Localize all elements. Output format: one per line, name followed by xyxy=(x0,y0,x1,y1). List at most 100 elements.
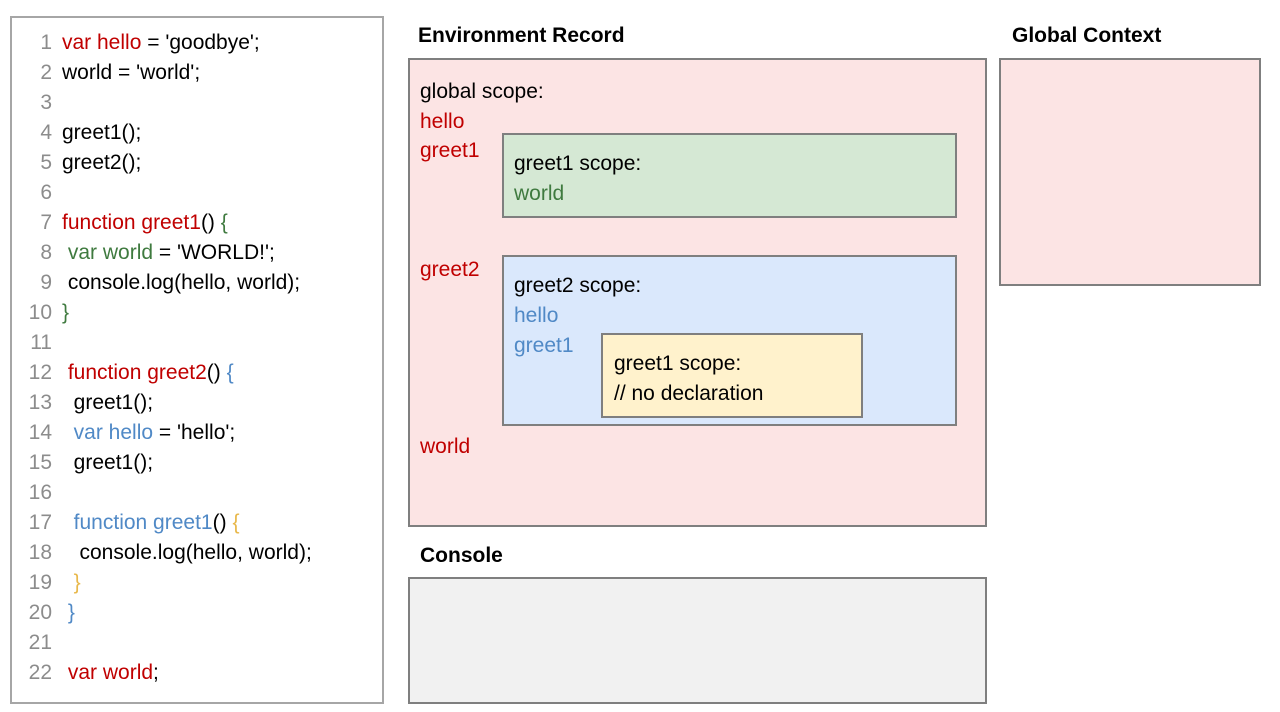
code-line-text: var world; xyxy=(52,658,159,688)
line-number: 10 xyxy=(28,301,52,324)
global-binding-greet2: greet2 xyxy=(420,258,480,281)
code-line[interactable]: 19 } xyxy=(12,568,382,598)
code-line[interactable]: 22 var world; xyxy=(12,658,382,688)
greet1-inner-scope-box[interactable] xyxy=(601,333,863,418)
code-line[interactable]: 14 var hello = 'hello'; xyxy=(12,418,382,448)
code-token: function greet1 xyxy=(62,211,201,234)
code-token xyxy=(62,511,74,534)
code-token: console.log(hello, world); xyxy=(62,541,312,564)
environment-record-title: Environment Record xyxy=(418,24,625,47)
code-line[interactable]: 12 function greet2() { xyxy=(12,358,382,388)
code-line[interactable]: 4 greet1(); xyxy=(12,118,382,148)
greet2-binding-greet1: greet1 xyxy=(514,334,574,357)
line-number: 13 xyxy=(28,391,52,414)
line-number: 8 xyxy=(40,241,52,264)
console-output-box[interactable] xyxy=(408,577,987,704)
line-number: 4 xyxy=(40,121,52,144)
code-line-text: greet2(); xyxy=(52,148,141,178)
code-token: () xyxy=(200,211,221,234)
line-number: 21 xyxy=(28,631,52,654)
code-line[interactable]: 9 console.log(hello, world); xyxy=(12,268,382,298)
code-token: { xyxy=(220,211,228,234)
line-number: 18 xyxy=(28,541,52,564)
code-line-text: function greet1() { xyxy=(52,208,228,238)
code-token: var hello xyxy=(73,421,154,444)
line-number: 17 xyxy=(28,511,52,534)
greet1-inner-scope-label: greet1 scope: xyxy=(614,352,742,375)
code-token xyxy=(62,421,74,444)
code-token: () xyxy=(206,361,227,384)
code-token: var world xyxy=(67,241,154,264)
code-token: = 'hello'; xyxy=(153,421,236,444)
code-token: () xyxy=(212,511,233,534)
code-line[interactable]: 3 xyxy=(12,88,382,118)
code-line-text: function greet1() { xyxy=(52,508,240,538)
greet2-scope-label: greet2 scope: xyxy=(514,274,642,297)
code-line[interactable]: 5 greet2(); xyxy=(12,148,382,178)
line-number: 20 xyxy=(28,601,52,624)
code-token: var world xyxy=(67,661,154,684)
line-number: 1 xyxy=(40,31,52,54)
line-number: 15 xyxy=(28,451,52,474)
code-token: function greet1 xyxy=(73,511,213,534)
global-binding-greet1: greet1 xyxy=(420,139,480,162)
line-number: 3 xyxy=(40,91,52,114)
code-line[interactable]: 8 var world = 'WORLD!'; xyxy=(12,238,382,268)
code-token: ; xyxy=(153,661,159,684)
code-line-text: function greet2() { xyxy=(52,358,234,388)
global-binding-world: world xyxy=(420,435,471,458)
line-number: 7 xyxy=(40,211,52,234)
code-token: } xyxy=(73,571,81,594)
code-line-text: console.log(hello, world); xyxy=(52,538,312,568)
code-line[interactable]: 17 function greet1() { xyxy=(12,508,382,538)
code-line-text: var world = 'WORLD!'; xyxy=(52,238,275,268)
global-binding-hello: hello xyxy=(420,110,465,133)
line-number: 11 xyxy=(30,331,52,354)
code-line[interactable]: 10} xyxy=(12,298,382,328)
console-title: Console xyxy=(420,544,503,567)
code-line-text: } xyxy=(52,568,81,598)
code-token: } xyxy=(62,301,70,324)
greet1-scope-label: greet1 scope: xyxy=(514,152,642,175)
code-line[interactable]: 21 xyxy=(12,628,382,658)
code-line[interactable]: 18 console.log(hello, world); xyxy=(12,538,382,568)
code-token: greet1(); xyxy=(62,451,154,474)
code-token: greet1(); xyxy=(62,121,142,144)
code-token: var hello xyxy=(62,31,142,54)
code-line[interactable]: 11 xyxy=(12,328,382,358)
code-token: } xyxy=(67,601,75,624)
code-line-text: } xyxy=(52,598,75,628)
code-line[interactable]: 16 xyxy=(12,478,382,508)
code-line[interactable]: 6 xyxy=(12,178,382,208)
code-line-text: greet1(); xyxy=(52,118,141,148)
line-number: 5 xyxy=(40,151,52,174)
code-token: greet2(); xyxy=(62,151,142,174)
code-token: = 'WORLD!'; xyxy=(153,241,275,264)
code-line-text: console.log(hello, world); xyxy=(52,268,300,298)
line-number: 22 xyxy=(28,661,52,684)
code-line[interactable]: 20 } xyxy=(12,598,382,628)
code-line-text: greet1(); xyxy=(52,448,153,478)
code-token: { xyxy=(232,511,240,534)
global-context-box[interactable] xyxy=(999,58,1261,286)
code-line[interactable]: 13 greet1(); xyxy=(12,388,382,418)
line-number: 9 xyxy=(40,271,52,294)
code-line-text: greet1(); xyxy=(52,388,153,418)
code-token: console.log(hello, world); xyxy=(62,271,301,294)
line-number: 19 xyxy=(28,571,52,594)
greet1-binding-world: world xyxy=(514,182,565,205)
code-line-text: world = 'world'; xyxy=(52,58,200,88)
global-context-title: Global Context xyxy=(1012,24,1162,47)
code-token: greet1(); xyxy=(62,391,154,414)
code-line-text: var hello = 'goodbye'; xyxy=(52,28,260,58)
greet1-scope-box[interactable] xyxy=(502,133,957,218)
code-line[interactable]: 15 greet1(); xyxy=(12,448,382,478)
line-number: 2 xyxy=(40,61,52,84)
code-token: { xyxy=(226,361,234,384)
global-scope-label: global scope: xyxy=(420,80,544,103)
line-number: 6 xyxy=(40,181,52,204)
